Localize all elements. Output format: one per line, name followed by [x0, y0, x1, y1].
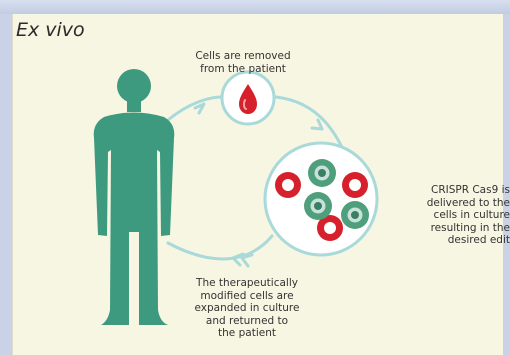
cycle-arc-bottom: [168, 236, 272, 259]
patient-body-icon: [94, 69, 175, 325]
step-crispr-caption: CRISPR Cas9 is delivered to the cells in…: [400, 184, 510, 247]
step-returned-caption: The therapeutically modified cells are e…: [178, 277, 316, 340]
arrow-to-patient-icon: [242, 255, 252, 266]
edited-cell-icon: [304, 192, 332, 220]
arrow-to-culture-icon: [312, 120, 322, 129]
arrow-to-removal-icon: [195, 104, 204, 113]
edited-cell-icon: [308, 159, 336, 187]
step-removed-caption: Cells are removed from the patient: [178, 50, 308, 75]
red-cell-icon: [275, 172, 301, 198]
red-cell-icon: [342, 172, 368, 198]
edited-cell-icon: [341, 201, 369, 229]
